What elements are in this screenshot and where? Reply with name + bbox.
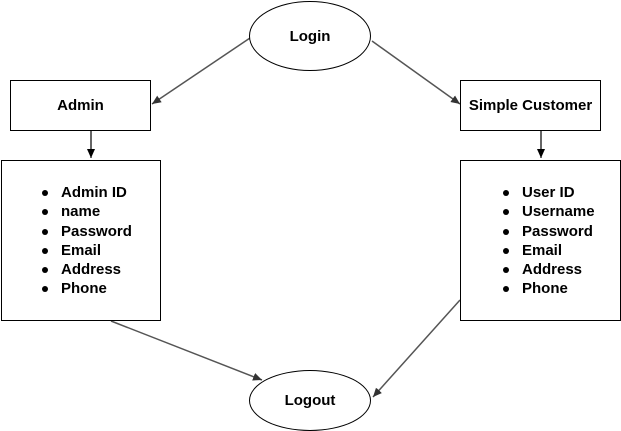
- admin-label: Admin: [57, 97, 104, 114]
- customer-node: Simple Customer: [460, 80, 601, 131]
- admin-fields-to-logout-arrow: [110, 320, 263, 381]
- customer-fields-list: User ID Username Password Email Address …: [503, 183, 595, 299]
- list-item: Admin ID: [42, 183, 132, 202]
- customer-fields-to-logout-arrow: [372, 299, 461, 398]
- admin-node: Admin: [10, 80, 151, 131]
- list-item: Phone: [42, 279, 132, 298]
- list-item: Password: [42, 222, 132, 240]
- login-node: Login: [249, 1, 371, 71]
- list-item: Address: [503, 260, 595, 279]
- list-item: User ID: [503, 183, 595, 202]
- list-item: name: [42, 202, 132, 221]
- list-item: Email: [42, 241, 132, 260]
- logout-node: Logout: [249, 370, 371, 431]
- login-label: Login: [289, 27, 331, 45]
- customer-fields-box: User ID Username Password Email Address …: [460, 160, 621, 321]
- logout-label: Logout: [284, 392, 336, 409]
- admin-fields-list: Admin ID name Password Email Address Pho…: [42, 183, 132, 299]
- list-item: Username: [503, 203, 595, 221]
- list-item: Phone: [503, 279, 595, 298]
- list-item: Email: [503, 241, 595, 260]
- list-item: Password: [503, 222, 593, 240]
- admin-fields-box: Admin ID name Password Email Address Pho…: [1, 160, 161, 321]
- customer-label: Simple Customer: [468, 97, 593, 114]
- login-to-admin-arrow: [151, 37, 251, 105]
- list-item: Address: [42, 260, 132, 279]
- login-to-customer-arrow: [371, 40, 461, 105]
